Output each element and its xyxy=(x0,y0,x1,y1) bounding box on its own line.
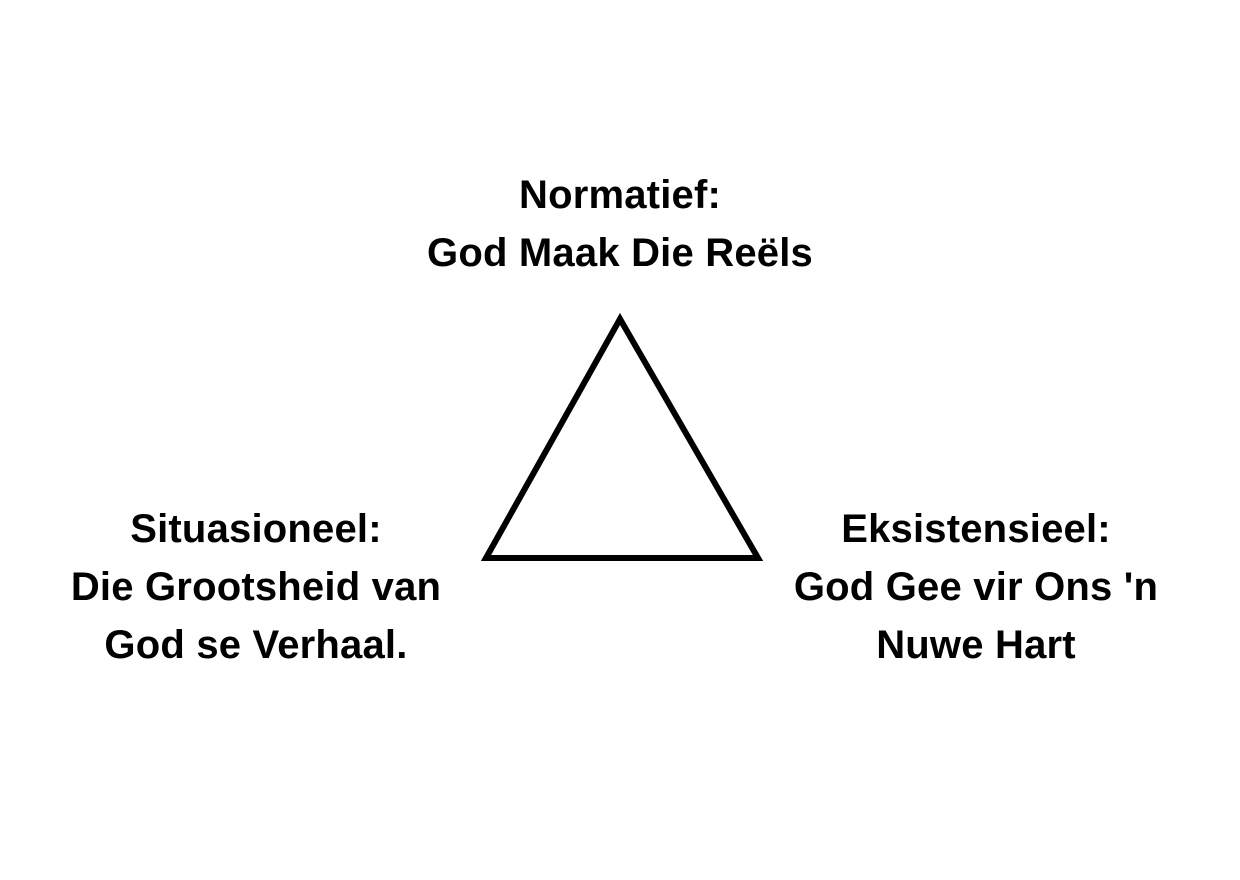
triangle-label-top: Normatief: God Maak Die Reëls xyxy=(320,166,920,282)
label-left-line-3: God se Verhaal. xyxy=(104,623,408,667)
label-right-line-3: Nuwe Hart xyxy=(876,623,1076,667)
triangle-outline xyxy=(480,312,764,561)
label-left-line-2: Die Grootsheid van xyxy=(70,565,442,609)
label-right-line-1: Eksistensieel: xyxy=(841,507,1111,551)
label-top-line-2: God Maak Die Reëls xyxy=(427,231,813,275)
triangle-label-bottom-left: Situasioneel: Die Grootsheid van God se … xyxy=(6,500,506,674)
triangle-label-bottom-right: Eksistensieel: God Gee vir Ons 'n Nuwe H… xyxy=(726,500,1226,674)
label-top-line-1: Normatief: xyxy=(518,173,722,217)
triangle-icon xyxy=(480,312,764,561)
label-right-line-2: God Gee vir Ons 'n xyxy=(793,565,1159,609)
label-left-line-1: Situasioneel: xyxy=(130,507,382,551)
